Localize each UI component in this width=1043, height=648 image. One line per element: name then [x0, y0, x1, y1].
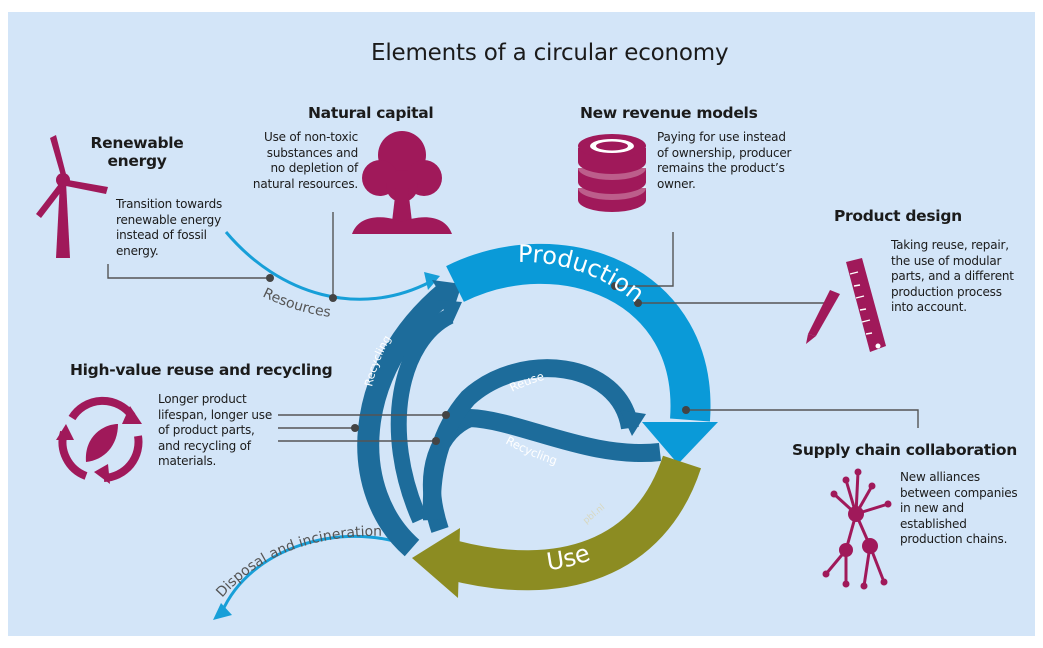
text-line: remains the product’s [657, 161, 785, 175]
resources-flow [224, 231, 431, 301]
text-line: of product parts, [158, 423, 255, 437]
text-line: in new and [900, 501, 964, 515]
inner-recycling-return [390, 308, 454, 524]
text-line: of ownership, producer [657, 145, 792, 160]
text-line: energy. [116, 243, 159, 258]
text-line: renewable energy [116, 212, 221, 227]
tree-icon [352, 131, 452, 234]
text-line: established [900, 516, 967, 531]
text-line: materials. [158, 454, 217, 468]
new-revenue-models-text: Paying for use instead of ownership, pro… [657, 130, 791, 192]
text-line: the use of modular [891, 253, 1002, 268]
ruler-pencil-icon [806, 258, 886, 352]
natural-capital-heading: Natural capital [308, 104, 434, 122]
product-design-heading: Product design [834, 207, 962, 225]
network-icon [824, 471, 889, 587]
text-line: between companies [900, 485, 1018, 500]
text-line: and recycling of [158, 438, 251, 453]
renewable-energy-heading-line2: energy [107, 152, 167, 170]
text-line: substances and [266, 145, 358, 160]
text-line: natural resources. [252, 176, 358, 191]
product-design-text: Taking reuse, repair, the use of modular… [891, 238, 1014, 316]
use-arrowhead [412, 528, 460, 598]
text-line: Taking reuse, repair, [891, 238, 1009, 252]
new-revenue-models-heading: New revenue models [580, 104, 758, 122]
inner-recycling-loop [423, 408, 662, 533]
reuse-loop [422, 359, 639, 521]
text-line: Transition towards [116, 197, 223, 211]
natural-capital-text: Use of non-toxic substances and no deple… [236, 130, 358, 192]
text-line: Use of non-toxic [263, 130, 358, 144]
renewable-energy-heading: Renewable energy [78, 134, 196, 170]
supply-chain-heading: Supply chain collaboration [792, 441, 1018, 459]
text-line: instead of fossil [116, 228, 207, 242]
resources-arrowhead [424, 272, 440, 290]
text-line: no depletion of [270, 161, 359, 175]
outer-recycling-arc [357, 283, 454, 557]
text-line: production chains. [900, 532, 1008, 546]
text-line: New alliances [900, 470, 980, 484]
high-value-reuse-heading: High-value reuse and recycling [70, 361, 333, 379]
disposal-arrowhead [213, 603, 232, 620]
connector-dots [266, 274, 690, 445]
production-arc [446, 244, 711, 422]
credit-label: pbl.nl [582, 503, 608, 527]
use-arc [446, 455, 702, 591]
supply-chain-text: New alliances between companies in new a… [900, 470, 1018, 548]
text-line: into account. [891, 300, 967, 314]
resources-label: Resources [260, 285, 331, 321]
high-value-reuse-text: Longer product lifespan, longer use of p… [158, 392, 272, 470]
text-line: lifespan, longer use [158, 407, 273, 422]
production-arrowhead [642, 422, 718, 464]
renewable-energy-text: Transition towards renewable energy inst… [116, 197, 222, 259]
disposal-label: Disposal and incineration [213, 524, 382, 601]
recycle-arrowheads [56, 406, 142, 484]
text-line: parts, and a different [891, 269, 1014, 283]
text-line: Longer product [158, 392, 247, 406]
reuse-arrowhead [620, 410, 646, 436]
renewable-energy-heading-line1: Renewable [90, 134, 184, 152]
text-line: Paying for use instead [657, 130, 786, 144]
disposal-flow [220, 534, 411, 613]
text-line: owner. [657, 176, 696, 191]
network-nodes [822, 468, 892, 590]
page-title: Elements of a circular economy [371, 40, 729, 66]
connector-lines [107, 212, 919, 442]
coin-stack-icon [578, 134, 646, 212]
text-line: production process [891, 284, 1002, 299]
wind-turbine-icon [36, 135, 108, 258]
inner-recycling-arrowhead [438, 300, 462, 324]
